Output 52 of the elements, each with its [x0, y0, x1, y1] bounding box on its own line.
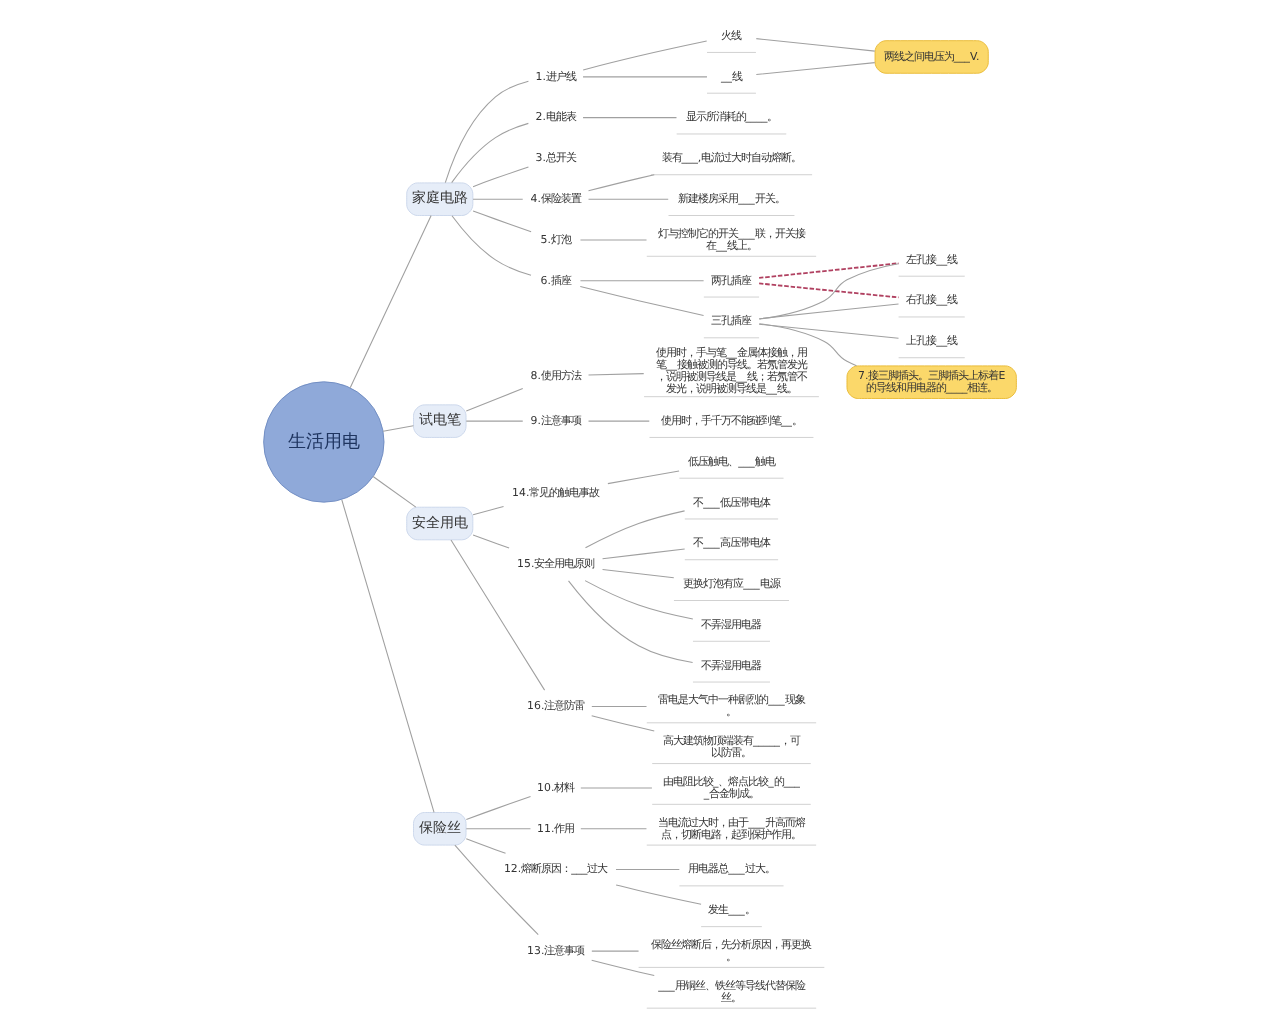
connector [591, 715, 655, 732]
connector [472, 210, 532, 233]
connector [472, 534, 510, 549]
connector [588, 198, 669, 200]
connector [602, 569, 675, 579]
connector [372, 476, 417, 508]
connector [758, 262, 900, 279]
connector [465, 795, 532, 820]
connector [591, 959, 655, 977]
connector [591, 705, 648, 708]
connector [579, 286, 705, 317]
connector [465, 828, 531, 830]
connector [382, 425, 414, 432]
connector [472, 166, 529, 188]
connector [758, 282, 900, 299]
connector [591, 950, 640, 952]
connector [579, 239, 648, 241]
connector [567, 580, 694, 663]
connector [450, 539, 546, 691]
connector [465, 838, 507, 854]
connector [615, 869, 680, 871]
connector [451, 122, 529, 184]
connector [587, 174, 655, 192]
connector [472, 506, 505, 516]
connector [582, 40, 708, 71]
connector [472, 198, 524, 200]
connector [582, 117, 678, 119]
connector [758, 303, 900, 320]
connector [588, 420, 650, 422]
connector [579, 280, 705, 282]
connector [615, 884, 702, 905]
connector [584, 510, 686, 549]
connector [580, 787, 653, 789]
connector [755, 38, 876, 52]
connector [444, 80, 529, 184]
connector [465, 388, 524, 412]
connector [584, 580, 694, 620]
connector [580, 828, 647, 830]
connector [454, 844, 539, 936]
connector [349, 215, 432, 389]
connector [758, 263, 899, 320]
connector [755, 62, 876, 76]
connector [602, 548, 686, 560]
connector [607, 470, 680, 485]
connector [451, 215, 532, 276]
connector [582, 76, 708, 78]
connector [341, 499, 435, 813]
connector [758, 323, 857, 367]
connector [588, 373, 645, 376]
connector [465, 420, 524, 422]
node-circle: 生活用电 [263, 381, 385, 503]
connector [758, 323, 900, 339]
